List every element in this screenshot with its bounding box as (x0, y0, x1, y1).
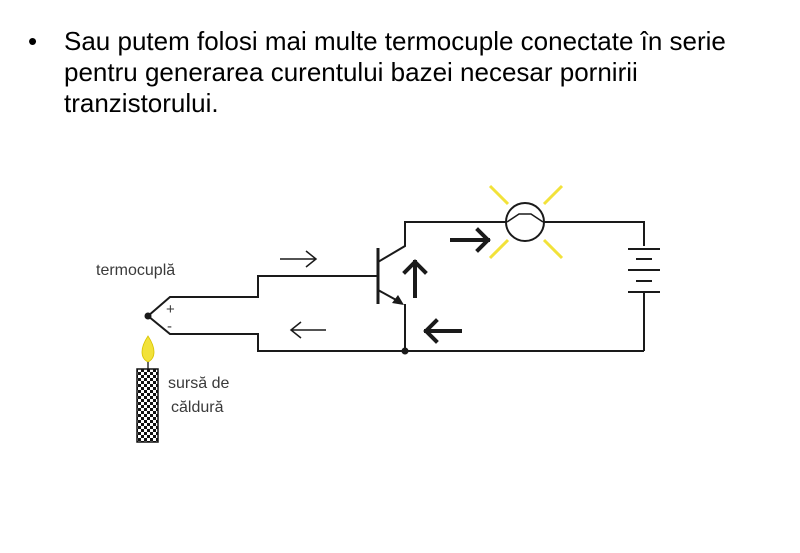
emitter-current-arrow-icon (402, 259, 428, 298)
base-current-arrow-icon (280, 250, 318, 268)
lamp-rays (488, 184, 564, 260)
slide-bullet: • Sau putem folosi mai multe termocuple … (28, 26, 768, 119)
collector-wire (377, 221, 506, 263)
bottom-current-arrow-icon (423, 318, 462, 344)
minus-sign: - (167, 318, 172, 335)
bullet-text: Sau putem folosi mai multe termocuple co… (64, 26, 726, 118)
lamp-wire (544, 221, 645, 246)
circuit-wires (147, 221, 645, 352)
thermocouple-label: termocuplă (96, 262, 175, 279)
emitter-lead (377, 289, 399, 302)
heat-source-label-line1: sursă de (168, 375, 229, 392)
flame-icon (141, 335, 155, 363)
candle-icon (136, 368, 159, 443)
bullet-symbol: • (28, 26, 38, 56)
return-current-arrow-icon (289, 321, 326, 339)
emitter-junction-dot (401, 347, 409, 355)
collector-current-arrow-icon (450, 227, 491, 253)
base-wire-top (147, 275, 378, 317)
return-wire-bottom (147, 315, 644, 352)
emitter-arrow (392, 295, 404, 305)
heat-source-label-line2: căldură (171, 399, 224, 416)
thermocouple-junction-dot (144, 312, 152, 320)
battery-icon (628, 248, 660, 293)
plus-sign: + (166, 301, 175, 318)
lamp-icon (488, 184, 564, 260)
